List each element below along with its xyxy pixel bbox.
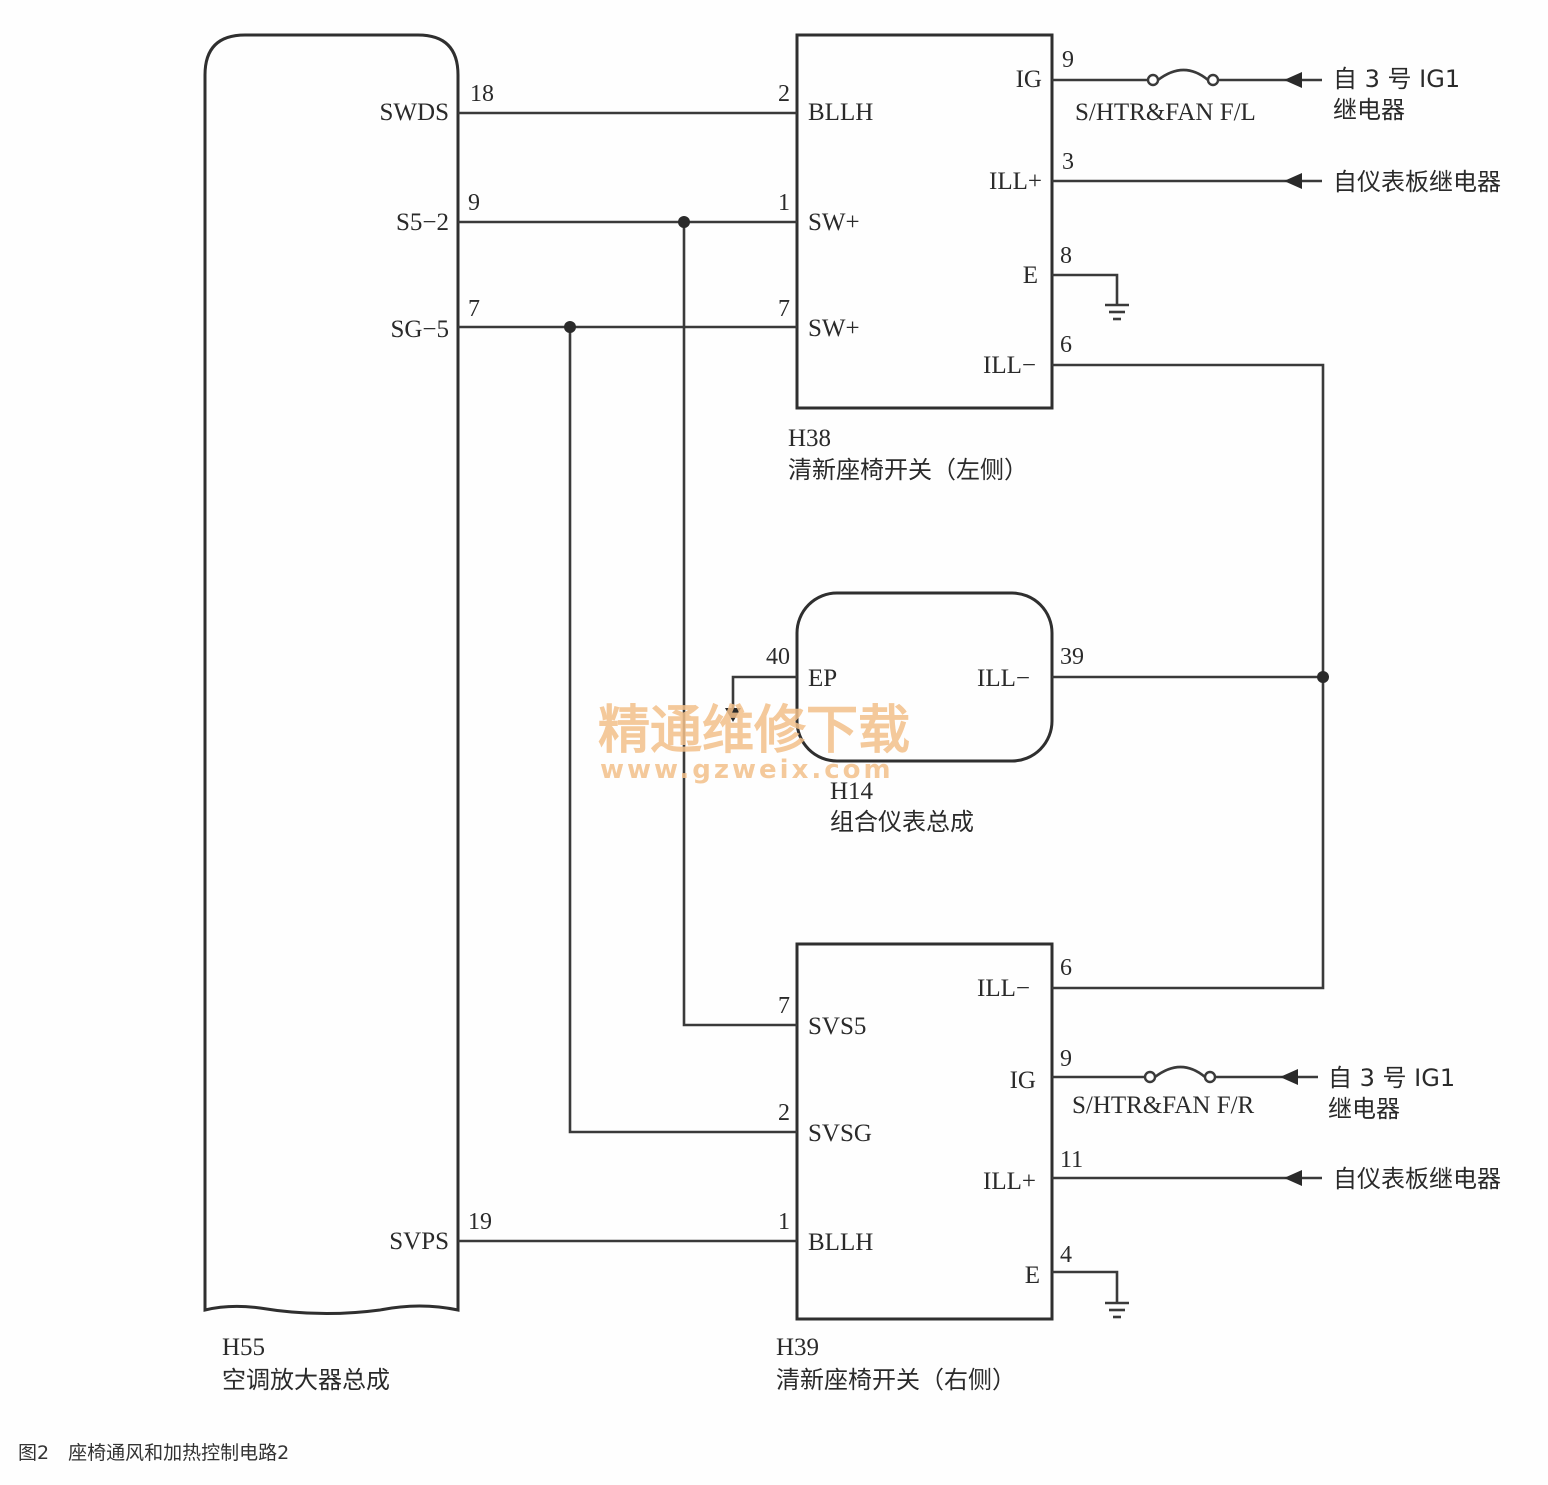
h55-amplifier-body bbox=[203, 33, 460, 1316]
h39-ill-source: 自仪表板继电器 bbox=[1333, 1165, 1501, 1193]
wire-branch-svsg bbox=[568, 327, 797, 1134]
arrow-ig-left-icon bbox=[1284, 72, 1302, 88]
h38-pin-bllh: 2 bbox=[778, 81, 790, 107]
h55-pin-s5-2: 9 bbox=[468, 190, 480, 216]
fuse-right-end-a bbox=[1143, 1070, 1157, 1084]
fuse-left-icon bbox=[1157, 68, 1209, 82]
h38-signal-ig: IG bbox=[1016, 66, 1042, 93]
wire-h14-ep bbox=[731, 675, 797, 712]
ground-left-icon bbox=[1105, 303, 1129, 321]
h39-ig-source-line1: 自 3 号 IG1 bbox=[1328, 1064, 1455, 1092]
h55-name: 空调放大器总成 bbox=[222, 1366, 390, 1394]
h38-pin-sw1: 1 bbox=[778, 190, 790, 216]
h55-code: H55 bbox=[222, 1334, 265, 1361]
h55-signal-svps: SVPS bbox=[389, 1228, 449, 1255]
h39-pin-svs5: 7 bbox=[778, 993, 790, 1019]
watermark-text: 精通维修下载 bbox=[598, 701, 910, 761]
h39-ig-source-line2: 继电器 bbox=[1328, 1095, 1400, 1123]
h38-signal-ill-plus: ILL+ bbox=[989, 168, 1042, 195]
arrow-ill-right-icon bbox=[1284, 1170, 1302, 1186]
arrow-ill-left-icon bbox=[1284, 173, 1302, 189]
h39-pin-svsg: 2 bbox=[778, 1100, 790, 1126]
h55-pin-svps: 19 bbox=[468, 1209, 492, 1235]
h14-pin-ill-minus: 39 bbox=[1060, 644, 1084, 670]
fuse-left-label: S/HTR&FAN F/L bbox=[1075, 99, 1256, 126]
h55-signal-swds: SWDS bbox=[380, 99, 449, 126]
h39-signal-ig: IG bbox=[1010, 1067, 1036, 1094]
h39-signal-svsg: SVSG bbox=[808, 1120, 872, 1147]
h38-pin-ill-minus: 6 bbox=[1060, 332, 1072, 358]
fuse-left-end-a bbox=[1146, 73, 1160, 87]
h39-signal-ill-plus: ILL+ bbox=[983, 1168, 1036, 1195]
h39-pin-ill-plus: 11 bbox=[1060, 1147, 1083, 1173]
arrow-ig-right-icon bbox=[1280, 1069, 1298, 1085]
h39-signal-svs5: SVS5 bbox=[808, 1013, 866, 1040]
h38-name: 清新座椅开关（左侧） bbox=[788, 456, 1028, 484]
h14-code: H14 bbox=[830, 778, 874, 805]
junction-dot-ill bbox=[1317, 671, 1329, 683]
wire-h39-e-ground bbox=[1052, 1270, 1119, 1303]
h14-name: 组合仪表总成 bbox=[830, 808, 974, 836]
h38-ig-source-line2: 继电器 bbox=[1333, 96, 1405, 124]
h55-signal-sg-5: SG−5 bbox=[390, 316, 449, 343]
h39-code: H39 bbox=[776, 1334, 819, 1361]
ep-ground-arrow-icon bbox=[725, 708, 741, 722]
h39-pin-e: 4 bbox=[1060, 1242, 1072, 1268]
h38-signal-sw2: SW+ bbox=[808, 315, 860, 342]
wire-branch-svs5 bbox=[682, 222, 797, 1027]
h14-pin-ep: 40 bbox=[766, 644, 790, 670]
wire-h38-e-ground bbox=[1052, 273, 1119, 305]
h39-pin-bllh: 1 bbox=[778, 1209, 790, 1235]
ground-right-icon bbox=[1105, 1301, 1129, 1319]
h55-signal-s5-2: S5−2 bbox=[396, 209, 449, 236]
h38-ig-source-line1: 自 3 号 IG1 bbox=[1333, 65, 1460, 93]
h55-pin-swds: 18 bbox=[470, 81, 494, 107]
junction-dot-s5 bbox=[678, 216, 690, 228]
h39-pin-ill-minus: 6 bbox=[1060, 955, 1072, 981]
fuse-left-end-b bbox=[1206, 73, 1220, 87]
h38-pin-ig: 9 bbox=[1062, 47, 1074, 73]
watermark-url: www.gzweix.com bbox=[600, 755, 894, 785]
h38-signal-bllh: BLLH bbox=[808, 99, 873, 126]
h39-signal-ill-minus: ILL− bbox=[977, 975, 1030, 1002]
h38-signal-sw1: SW+ bbox=[808, 209, 860, 236]
h38-signal-ill-minus: ILL− bbox=[983, 352, 1036, 379]
figure-caption: 图2 座椅通风和加热控制电路2 bbox=[18, 1442, 289, 1464]
h55-pin-sg-5: 7 bbox=[468, 296, 480, 322]
fuse-right-icon bbox=[1154, 1065, 1206, 1079]
h39-signal-bllh: BLLH bbox=[808, 1229, 873, 1256]
h38-code: H38 bbox=[788, 425, 831, 452]
junction-dot-sg bbox=[564, 321, 576, 333]
h39-signal-e: E bbox=[1025, 1262, 1040, 1289]
h38-pin-e: 8 bbox=[1060, 243, 1072, 269]
fuse-right-end-b bbox=[1203, 1070, 1217, 1084]
h39-name: 清新座椅开关（右侧） bbox=[776, 1366, 1016, 1394]
h38-pin-ill-plus: 3 bbox=[1062, 149, 1074, 175]
h38-ill-source: 自仪表板继电器 bbox=[1333, 168, 1501, 196]
h39-pin-ig: 9 bbox=[1060, 1046, 1072, 1072]
h38-pin-sw2: 7 bbox=[778, 296, 790, 322]
h38-signal-e: E bbox=[1023, 262, 1038, 289]
fuse-right-label: S/HTR&FAN F/R bbox=[1072, 1092, 1255, 1119]
h14-signal-ill-minus: ILL− bbox=[977, 665, 1030, 692]
h14-signal-ep: EP bbox=[808, 665, 837, 692]
